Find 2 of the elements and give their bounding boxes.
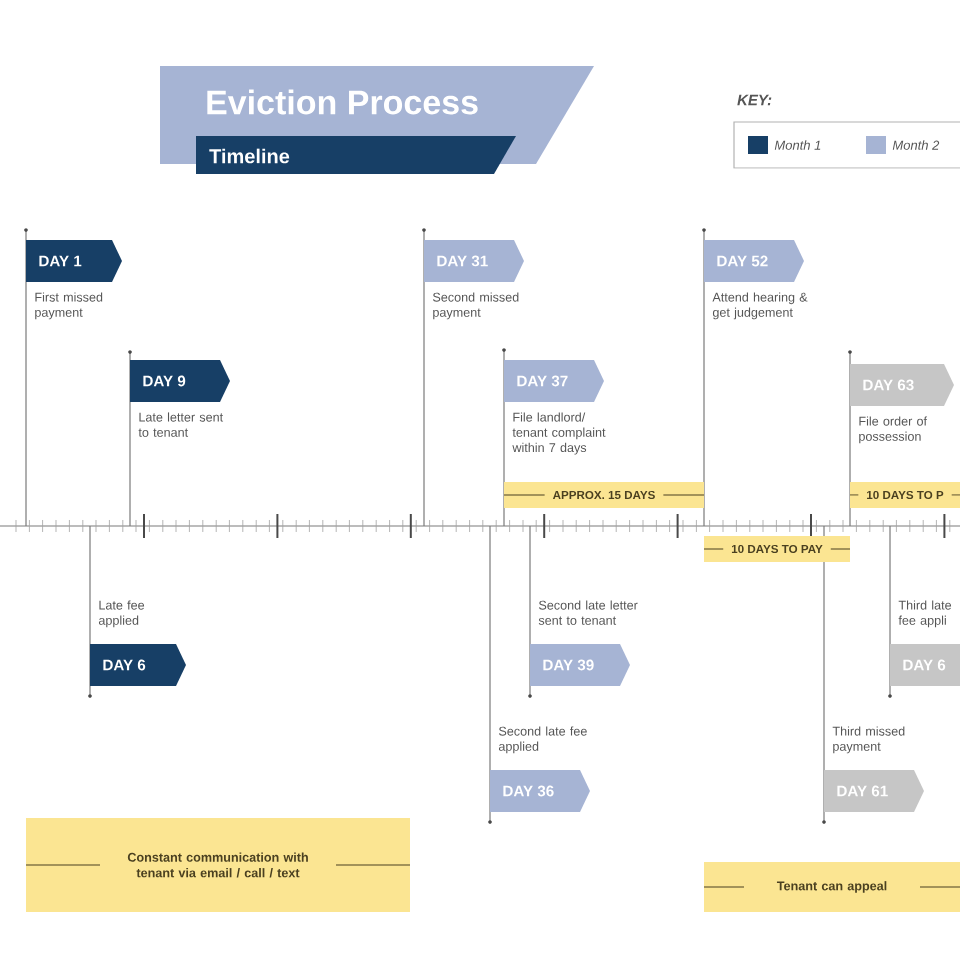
subtitle-bar: Timeline — [196, 136, 516, 174]
title-text: Eviction Process — [207, 89, 478, 115]
